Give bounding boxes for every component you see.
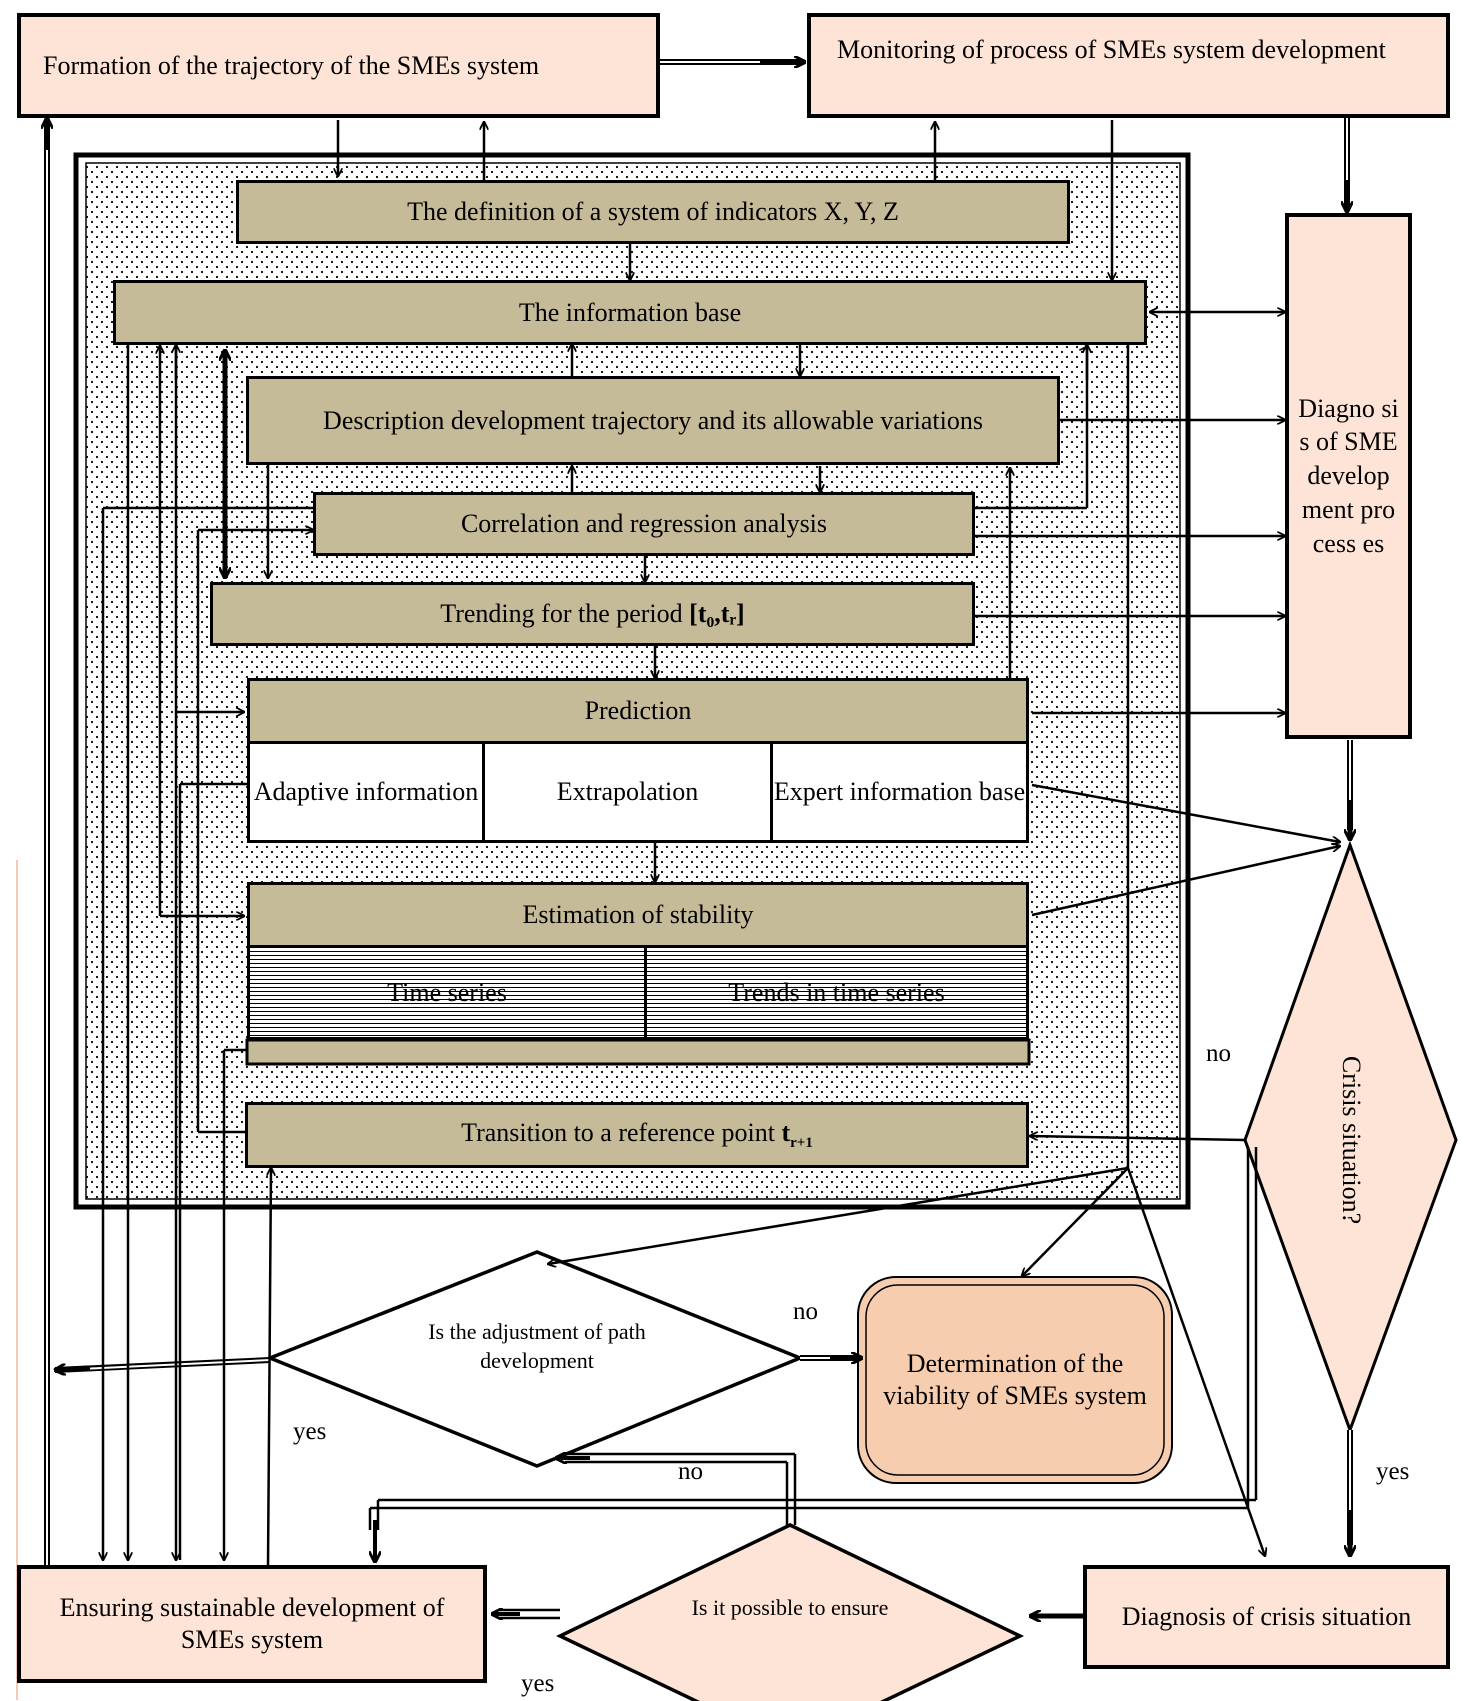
formation-box: Formation of the trajectory of the SMEs … (17, 13, 660, 118)
transition-box: Transition to a reference point tr+1 (245, 1102, 1029, 1168)
time-series-cell: Time series (247, 945, 647, 1040)
adjustment-question: Is the adjustment of path development (402, 1318, 672, 1375)
possible-question: Is it possible to ensure (670, 1594, 910, 1623)
prediction-label: Prediction (584, 696, 692, 726)
edge-yes-crisis: yes (1376, 1458, 1410, 1485)
information-base-label: The information base (518, 297, 742, 327)
prediction-box: Prediction (247, 678, 1029, 744)
diagnosis-sme-label: Diagno sis of SME develop ment process e… (1298, 393, 1399, 558)
ensuring-label: Ensuring sustainable development of SMEs… (59, 1592, 445, 1655)
transition-subscript: r+1 (790, 1134, 813, 1151)
trending-label: Trending for the period [t₀,tᵣ] (440, 599, 744, 629)
transition-label: Transition to a reference point tr+1 (461, 1118, 813, 1152)
time-series-label: Time series (387, 977, 507, 1007)
trends-time-series-cell: Trends in time series (644, 945, 1029, 1040)
stability-box: Estimation of stability (247, 882, 1029, 948)
edge-no-crisis: no (1206, 1040, 1231, 1067)
crisis-question-text: Crisis situation? (1337, 1055, 1366, 1225)
stability-label: Estimation of stability (522, 900, 754, 930)
extrapolation-label: Extrapolation (556, 777, 699, 807)
ensuring-box: Ensuring sustainable development of SMEs… (17, 1565, 487, 1683)
definition-label: The definition of a system of indicators… (407, 197, 899, 227)
viability-box: Determination of the viability of SMEs s… (880, 1300, 1150, 1460)
adaptive-label: Adaptive information (253, 777, 479, 807)
viability-label: Determination of the viability of SMEs s… (883, 1348, 1147, 1411)
description-box: Description development trajectory and i… (246, 376, 1060, 465)
diagnosis-crisis-box: Diagnosis of crisis situation (1083, 1565, 1450, 1669)
definition-box: The definition of a system of indicators… (236, 180, 1070, 244)
trending-prefix: Trending for the period (440, 599, 683, 629)
monitoring-box: Monitoring of process of SMEs system dev… (807, 13, 1450, 118)
expert-cell: Expert information base (770, 741, 1029, 843)
possible-question-text: Is it possible to ensure (691, 1595, 889, 1620)
edge-no-possible: no (678, 1458, 703, 1485)
monitoring-label: Monitoring of process of SMEs system dev… (837, 35, 1386, 64)
description-label: Description development trajectory and i… (323, 405, 983, 435)
edge-no-adjust: no (793, 1298, 818, 1325)
correlation-label: Correlation and regression analysis (460, 509, 828, 539)
possible-diamond (555, 1523, 1025, 1701)
expert-label: Expert information base (773, 777, 1026, 807)
trending-box: Trending for the period [t₀,tᵣ] (210, 582, 975, 646)
correlation-box: Correlation and regression analysis (313, 492, 975, 556)
edge-yes-adjust: yes (293, 1418, 327, 1445)
adaptive-cell: Adaptive information (247, 741, 485, 843)
adjustment-diamond (265, 1250, 805, 1468)
transition-prefix: Transition to a reference point (461, 1117, 775, 1147)
adjustment-question-text: Is the adjustment of path development (428, 1319, 646, 1373)
edge-yes-possible: yes (521, 1670, 555, 1697)
information-base-box: The information base (113, 280, 1147, 345)
trends-time-series-label: Trends in time series (728, 977, 945, 1007)
formation-label: Formation of the trajectory of the SMEs … (43, 50, 540, 80)
diagnosis-crisis-label: Diagnosis of crisis situation (1121, 1602, 1412, 1632)
extrapolation-cell: Extrapolation (482, 741, 773, 843)
trending-period: [t₀,tᵣ] (689, 599, 745, 629)
connectors (47, 62, 1350, 1618)
diagnosis-sme-box: Diagno sis of SME develop ment process e… (1285, 213, 1412, 739)
crisis-question: Crisis situation? (1334, 1040, 1368, 1240)
viability-inner (865, 1284, 1165, 1476)
stability-footer-bar (245, 1038, 1031, 1066)
transition-t: t (781, 1117, 791, 1147)
